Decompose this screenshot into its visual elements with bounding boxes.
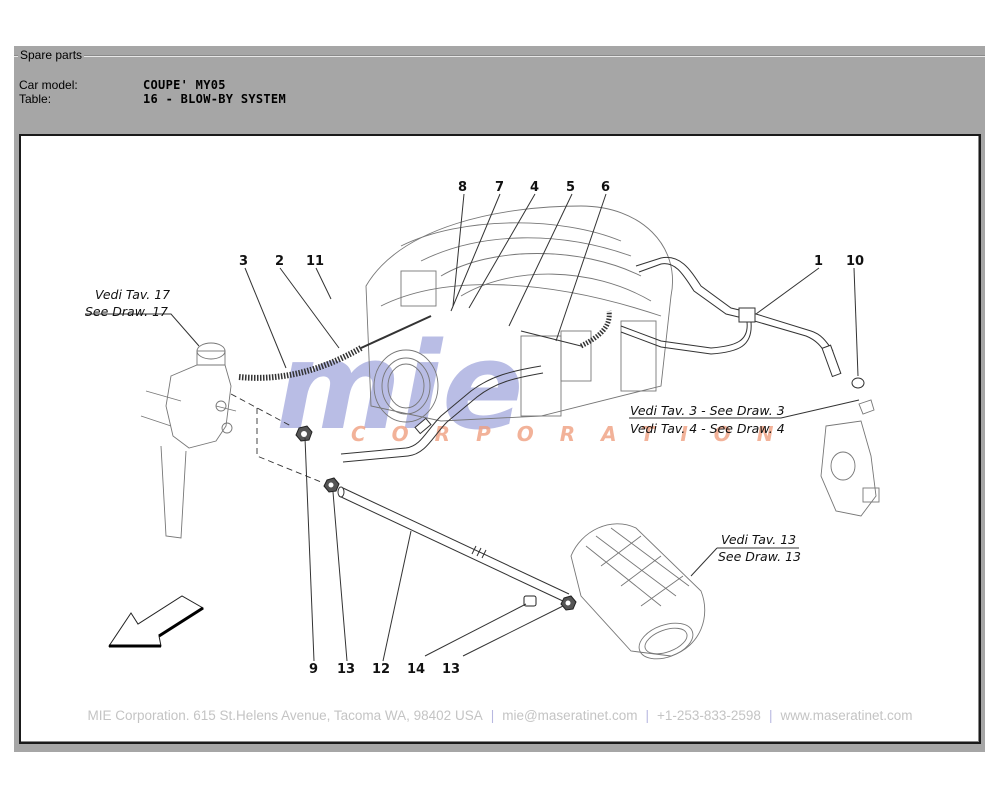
nut-9 xyxy=(295,425,313,442)
watermark: mie CORPORATION xyxy=(276,318,774,457)
car-info: Car model: COUPE' MY05 Table: 16 - BLOW-… xyxy=(19,78,286,106)
footer-separator: | xyxy=(645,708,649,723)
spare-parts-panel: Spare parts Car model: COUPE' MY05 Table… xyxy=(14,46,985,752)
table-label: Table: xyxy=(19,92,52,106)
footer-separator: | xyxy=(768,708,773,723)
air-intake-duct xyxy=(570,523,706,660)
callout-9: 9 xyxy=(309,662,318,677)
ref-tav13-line2: See Draw. 13 xyxy=(718,549,801,564)
tube-12 xyxy=(337,486,570,603)
nut-13-b xyxy=(560,595,577,611)
callout-10: 10 xyxy=(846,254,864,269)
ref-tav3: Vedi Tav. 3 - See Draw. 3 xyxy=(630,403,785,418)
table-row: Table: 16 - BLOW-BY SYSTEM xyxy=(19,92,286,106)
breather-pipe-1 xyxy=(620,256,865,389)
footer-phone: +1-253-833-2598 xyxy=(656,708,761,723)
callout-1: 1 xyxy=(814,254,823,269)
callout-8: 8 xyxy=(458,180,467,195)
callout-7: 7 xyxy=(495,180,504,195)
callout-11: 11 xyxy=(306,254,324,269)
arrow-down-left-icon xyxy=(108,595,204,648)
ref-tav4: Vedi Tav. 4 - See Draw. 4 xyxy=(630,421,785,436)
callout-6: 6 xyxy=(601,180,610,195)
watermark-logo: mie xyxy=(276,318,524,457)
callout-12: 12 xyxy=(372,662,390,677)
car-model-row: Car model: COUPE' MY05 xyxy=(19,78,286,92)
footer-contact: MIE Corporation. 615 St.Helens Avenue, T… xyxy=(21,708,979,723)
callout-2: 2 xyxy=(275,254,284,269)
footer-address: MIE Corporation. 615 St.Helens Avenue, T… xyxy=(87,708,483,723)
corrugated-hose-6 xyxy=(579,310,612,349)
parts-diagram: mie CORPORATION xyxy=(85,180,880,677)
corrugated-hose-3 xyxy=(238,315,432,381)
ref-tav17-line2: See Draw. 17 xyxy=(85,304,168,319)
car-model-label: Car model: xyxy=(19,78,78,92)
engine-detail-right xyxy=(820,399,880,517)
oil-filler-assembly xyxy=(140,342,237,539)
footer-email[interactable]: mie@maseratinet.com xyxy=(502,708,638,723)
callout-13-b: 13 xyxy=(442,662,460,677)
lower-breather-hose xyxy=(340,365,544,463)
group-divider xyxy=(14,55,985,57)
group-title: Spare parts xyxy=(18,48,85,62)
leader-lines xyxy=(85,193,860,662)
assembly-lines xyxy=(230,393,322,483)
ref-tav17-line1: Vedi Tav. 17 xyxy=(95,287,170,302)
hose-5 xyxy=(520,330,582,347)
table-value: 16 - BLOW-BY SYSTEM xyxy=(143,92,286,106)
nut-13-a xyxy=(323,477,340,493)
callout-13-a: 13 xyxy=(337,662,355,677)
callout-14: 14 xyxy=(407,662,425,677)
car-model-value: COUPE' MY05 xyxy=(143,78,226,92)
diagram-frame: mie CORPORATION xyxy=(19,134,981,744)
footer-separator: | xyxy=(490,708,495,723)
callout-3: 3 xyxy=(239,254,248,269)
footer-website[interactable]: www.maseratinet.com xyxy=(780,708,913,723)
callout-4: 4 xyxy=(530,180,539,195)
ref-tav13-line1: Vedi Tav. 13 xyxy=(721,532,796,547)
intake-manifold xyxy=(365,205,673,423)
clip-14 xyxy=(523,595,537,607)
callout-5: 5 xyxy=(566,180,575,195)
